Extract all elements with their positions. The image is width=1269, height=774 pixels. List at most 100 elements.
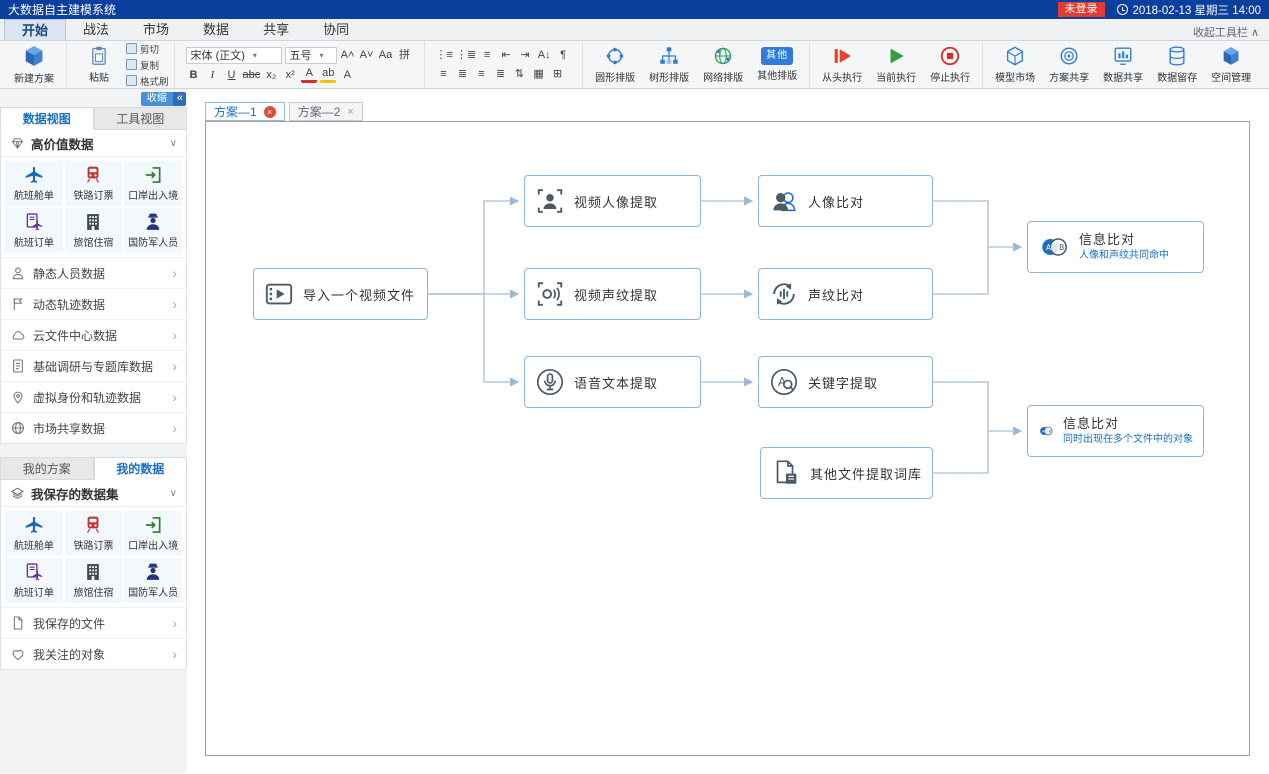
collapse-left-icon[interactable]: «	[172, 91, 186, 106]
saved-hotel-stay[interactable]: 旅馆住宿	[64, 558, 123, 603]
data-retention-button[interactable]: 数据留存	[1150, 42, 1204, 87]
sidebar-item-dynamic-track-data[interactable]: 动态轨迹数据 ›	[1, 288, 186, 319]
node-info-compare-files[interactable]: A B 信息比对 同时出现在多个文件中的对象	[1027, 405, 1204, 457]
network-layout-button[interactable]: 网络排版	[696, 42, 750, 87]
shrink-font-button[interactable]: A˅	[359, 49, 374, 61]
underline-button[interactable]: U	[227, 68, 236, 81]
strikethrough-button[interactable]: abc	[242, 68, 261, 81]
saved-border-entry-exit[interactable]: 口岸出入境	[124, 511, 182, 556]
tab-tool-view[interactable]: 工具视图	[93, 107, 187, 130]
dataset-border-entry-exit[interactable]: 口岸出入境	[124, 161, 182, 206]
italic-button[interactable]: I	[210, 68, 215, 81]
plan-tab-2[interactable]: 方案—2 ×	[288, 102, 363, 121]
paragraph-mark-button[interactable]: ¶	[560, 49, 567, 61]
run-from-start-button[interactable]: 从头执行	[815, 42, 869, 87]
close-tab-icon[interactable]: ×	[347, 105, 354, 118]
justify-button[interactable]: ≣	[495, 68, 506, 80]
ribbon-tab-share[interactable]: 共享	[263, 22, 290, 37]
font-size-select[interactable]: 五号 ▾	[284, 46, 337, 64]
format-painter-button[interactable]: 格式刷	[126, 74, 169, 88]
node-voiceprint-compare[interactable]: 声纹比对	[758, 268, 933, 320]
saved-flight-manifest[interactable]: 航班舱单	[5, 511, 63, 556]
multilevel-list-button[interactable]: ≡	[483, 49, 491, 61]
tab-data-view[interactable]: 数据视图	[0, 107, 94, 130]
dataset-hotel-stay[interactable]: 旅馆住宿	[64, 208, 123, 253]
sidebar-item-my-saved-files[interactable]: 我保存的文件 ›	[1, 607, 186, 638]
collapse-toolbar-button[interactable]: 收起工具栏 ∧	[1193, 24, 1269, 40]
circular-layout-icon	[604, 45, 626, 67]
sidebar-item-cloud-file-data[interactable]: 云文件中心数据 ›	[1, 319, 186, 350]
section-high-value-data[interactable]: 高价值数据 ∨	[1, 130, 186, 157]
node-video-voiceprint-extract[interactable]: 视频声纹提取	[524, 268, 701, 320]
node-face-compare[interactable]: 人像比对	[758, 175, 933, 227]
align-center-button[interactable]: ≣	[457, 68, 468, 80]
space-manage-button[interactable]: 空间管理	[1204, 42, 1258, 87]
plan-tab-1[interactable]: 方案—1 ×	[205, 102, 285, 121]
node-speech-text-extract[interactable]: 语音文本提取	[524, 356, 701, 408]
ribbon-tab-market[interactable]: 市场	[143, 22, 170, 37]
dataset-flight-order[interactable]: 航班订单	[5, 208, 63, 253]
copy-button[interactable]: 复制	[126, 58, 169, 72]
change-case-button[interactable]: Aa	[378, 49, 393, 61]
stop-run-button[interactable]: 停止执行	[923, 42, 977, 87]
new-plan-button[interactable]: 新建方案	[7, 42, 61, 87]
bullet-list-button[interactable]: ⋮≡	[435, 49, 453, 61]
saved-flight-order[interactable]: 航班订单	[5, 558, 63, 603]
plan-share-button[interactable]: 方案共享	[1042, 42, 1096, 87]
dataset-flight-manifest[interactable]: 航班舱单	[5, 161, 63, 206]
font-color-button[interactable]: A	[301, 67, 318, 83]
line-spacing-button[interactable]: ⇅	[514, 68, 525, 80]
sidebar-collapse-button[interactable]: 收缩	[140, 91, 173, 106]
tab-my-plans[interactable]: 我的方案	[0, 457, 94, 480]
number-list-button[interactable]: ⋮≣	[455, 49, 477, 61]
node-info-compare-av[interactable]: A B 信息比对 人像和声纹共同命中	[1027, 221, 1204, 273]
sidebar-item-static-person-data[interactable]: 静态人员数据 ›	[1, 257, 186, 288]
char-border-button[interactable]: A	[343, 68, 351, 81]
shading-button[interactable]: ▦	[533, 68, 544, 80]
dataset-rail-ticket[interactable]: 铁路订票	[64, 161, 123, 206]
sort-button[interactable]: A↓	[537, 49, 551, 61]
close-tab-icon[interactable]: ×	[263, 105, 276, 118]
cut-button[interactable]: 剪切	[126, 42, 169, 56]
borders-button[interactable]: ⊞	[552, 68, 563, 80]
saved-military-personnel[interactable]: 国防军人员	[124, 558, 182, 603]
other-layout-button[interactable]: 其他 其他排版	[750, 42, 804, 87]
sidebar-item-survey-library-data[interactable]: 基础调研与专题库数据 ›	[1, 350, 186, 381]
bold-button[interactable]: B	[189, 68, 198, 81]
align-right-button[interactable]: ≡	[478, 68, 485, 80]
phonetic-button[interactable]: 拼	[399, 49, 411, 61]
login-status-badge[interactable]: 未登录	[1057, 2, 1105, 17]
decrease-indent-button[interactable]: ⇤	[501, 49, 511, 61]
ribbon-tab-collab[interactable]: 协同	[323, 22, 350, 37]
tree-layout-button[interactable]: 树形排版	[642, 42, 696, 87]
ribbon-tab-start[interactable]: 开始	[4, 19, 67, 40]
saved-rail-ticket[interactable]: 铁路订票	[64, 511, 123, 556]
circular-layout-button[interactable]: 圆形排版	[588, 42, 642, 87]
data-share-button[interactable]: 数据共享	[1096, 42, 1150, 87]
sidebar-item-my-followed-objects[interactable]: 我关注的对象 ›	[1, 638, 186, 669]
align-left-button[interactable]: ≡	[440, 68, 447, 80]
dataset-military-personnel[interactable]: 国防军人员	[124, 208, 182, 253]
subscript-button[interactable]: x₂	[266, 68, 277, 81]
section-saved-datasets[interactable]: 我保存的数据集 ∨	[1, 480, 186, 507]
model-market-button[interactable]: 模型市场	[988, 42, 1042, 87]
sidebar-item-market-shared-data[interactable]: 市场共享数据 ›	[1, 412, 186, 443]
sidebar-item-virtual-identity-data[interactable]: 虚拟身份和轨迹数据 ›	[1, 381, 186, 412]
tab-my-data[interactable]: 我的数据	[93, 457, 187, 480]
font-family-select[interactable]: 宋体 (正文) ▾	[185, 46, 282, 64]
paste-button[interactable]: 粘贴	[72, 42, 126, 87]
run-current-button[interactable]: 当前执行	[869, 42, 923, 87]
globe-icon	[12, 422, 24, 434]
ribbon-tab-tactics[interactable]: 战法	[83, 22, 110, 37]
node-other-files-lexicon[interactable]: 其他文件提取词库	[760, 447, 933, 499]
superscript-button[interactable]: x²	[285, 68, 295, 81]
node-video-face-extract[interactable]: 视频人像提取	[524, 175, 701, 227]
flow-canvas[interactable]: 导入一个视频文件 视频人像提取 视频声纹提取	[205, 121, 1250, 756]
grow-font-button[interactable]: A˄	[340, 49, 355, 61]
increase-indent-button[interactable]: ⇥	[520, 49, 530, 61]
node-keyword-extract[interactable]: A 关键字提取	[758, 356, 933, 408]
ribbon-tab-data[interactable]: 数据	[203, 22, 230, 37]
chevron-right-icon: ›	[172, 358, 177, 374]
highlight-button[interactable]: ab	[320, 67, 337, 83]
node-import-video-file[interactable]: 导入一个视频文件	[253, 268, 428, 320]
